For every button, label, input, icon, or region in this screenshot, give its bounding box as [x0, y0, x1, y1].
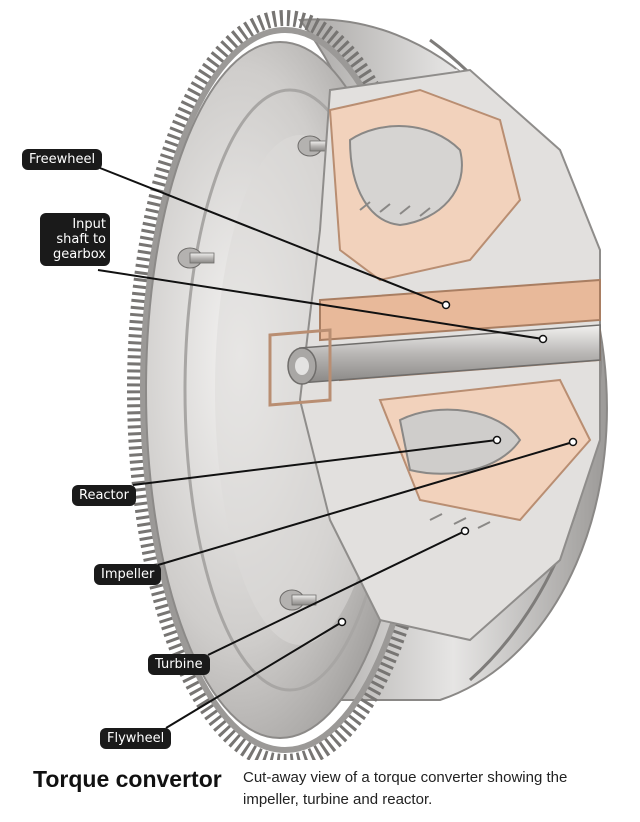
label-reactor: Reactor [72, 485, 136, 506]
leader-reactor [132, 439, 498, 486]
bolt-icon-group [177, 135, 335, 611]
caption-title: Torque convertor [33, 766, 222, 792]
label-input-shaft: Input shaft to gearbox [40, 213, 110, 266]
label-freewheel: Freewheel [22, 149, 103, 170]
leader-dots [337, 300, 578, 627]
label-impeller: Impeller [94, 564, 162, 585]
label-turbine: Turbine [148, 654, 210, 675]
leader-flywheel [165, 621, 343, 729]
label-flywheel: Flywheel [100, 728, 172, 749]
bolt-icon [279, 589, 317, 611]
torque-converter-illustration [97, 10, 608, 760]
caption-text: Cut-away view of a torque converter show… [243, 769, 568, 808]
leader-turbine [207, 530, 466, 656]
leader-impeller [157, 441, 574, 566]
leader-freewheel [99, 167, 447, 306]
bolt-icon [297, 135, 335, 157]
bolt-icon [177, 247, 215, 269]
leader-lines [97, 167, 574, 729]
leader-input-shaft [97, 269, 544, 340]
